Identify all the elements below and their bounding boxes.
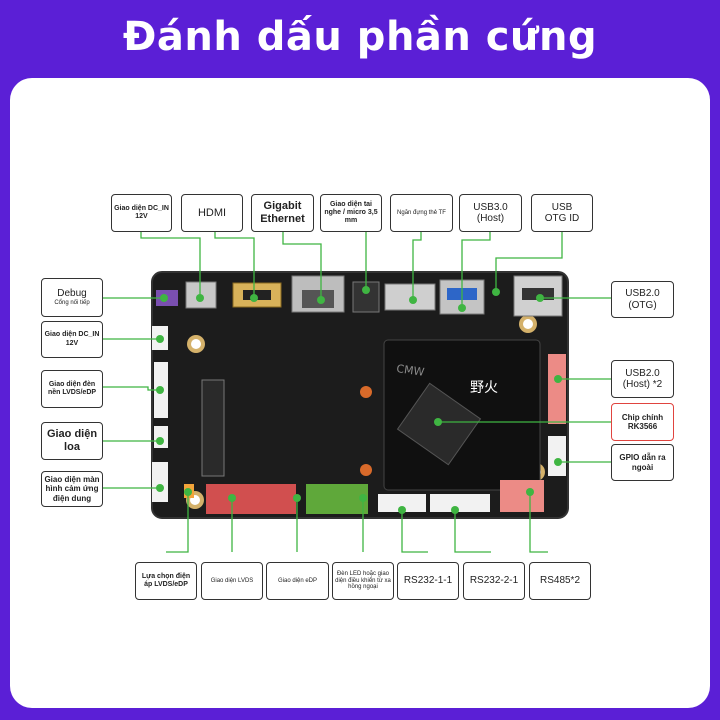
leader-lines xyxy=(103,232,611,553)
label-voltage-select: Lựa chọn điện áp LVDS/eDP xyxy=(135,562,197,600)
label-ethernet-line2: Ethernet xyxy=(260,213,305,225)
label-ethernet: Gigabit Ethernet xyxy=(251,194,314,232)
label-usb3-line2: (Host) xyxy=(476,213,505,224)
conn-touch xyxy=(152,462,168,502)
label-led-ir: Đèn LED hoặc giao diện điều khiển từ xa … xyxy=(332,562,394,600)
label-hdmi: HDMI xyxy=(181,194,243,232)
label-usb2-otg-line1: USB2.0 xyxy=(625,288,660,299)
gpio-conn xyxy=(548,436,566,476)
label-usb3: USB3.0 (Host) xyxy=(459,194,522,232)
label-usb2-host: USB2.0 (Host) *2 xyxy=(611,360,674,398)
label-chip-line2: RK3566 xyxy=(627,422,658,431)
label-debug-line1: Debug xyxy=(57,288,87,300)
label-lvds: Giao diện LVDS xyxy=(201,562,263,600)
label-rs485: RS485*2 xyxy=(529,562,591,600)
label-usb-otg-id: USB OTG ID xyxy=(531,194,593,232)
label-speaker: Giao diện loa xyxy=(41,422,103,460)
label-touch: Giao diện màn hình cảm ứng điện dung xyxy=(41,471,103,507)
label-usb2-host-line2: (Host) *2 xyxy=(622,379,663,390)
tf-slot xyxy=(384,283,436,311)
rs232-1-conn xyxy=(378,494,426,512)
audio-jack xyxy=(352,281,380,313)
usb2-host-conn xyxy=(548,354,566,424)
label-rs232-1: RS232-1-1 xyxy=(397,562,459,600)
label-usb3-line1: USB3.0 xyxy=(473,201,508,213)
label-usb2-otg-line2: (OTG) xyxy=(628,299,657,311)
label-debug-line2: Cổng nối tiếp xyxy=(54,299,90,306)
page-title: Đánh dấu phần cứng xyxy=(122,14,598,60)
label-tf-slot: Ngăn đựng thẻ TF xyxy=(390,194,453,232)
label-gpio: GPIO dẫn ra ngoài xyxy=(611,444,674,481)
rs485-conn xyxy=(500,480,544,512)
label-usb2-otg: USB2.0 (OTG) xyxy=(611,281,674,318)
wifi-text: CMW xyxy=(396,362,426,379)
label-rs232-2: RS232-2-1 xyxy=(463,562,525,600)
label-dc-in-top: Giao diện DC_IN 12V xyxy=(111,194,172,232)
label-headphone: Giao diện tai nghe / micro 3,5 mm xyxy=(320,194,382,232)
module-brand: 野火 xyxy=(470,380,498,396)
label-otg-line2: OTG ID xyxy=(544,213,580,224)
m2-slot xyxy=(201,379,225,477)
label-debug: Debug Cổng nối tiếp xyxy=(41,278,103,317)
leader-dots xyxy=(156,286,562,514)
label-edp: Giao diện eDP xyxy=(266,562,329,600)
label-main-chip: Chip chính RK3566 xyxy=(611,403,674,441)
label-chip-line1: Chip chính xyxy=(621,412,664,422)
label-ethernet-line1: Gigabit xyxy=(263,200,302,213)
label-dc-in-left: Giao diện DC_IN 12V xyxy=(41,321,103,358)
edp-header xyxy=(306,484,368,514)
label-otg-line1: USB xyxy=(551,201,573,213)
rs232-2-conn xyxy=(430,494,490,512)
lvds-header xyxy=(206,484,296,514)
board-edge xyxy=(151,271,569,519)
label-lvds-backlight: Giao diện đèn nền LVDS/eDP xyxy=(41,370,103,408)
label-usb2-host-line1: USB2.0 xyxy=(625,367,660,379)
